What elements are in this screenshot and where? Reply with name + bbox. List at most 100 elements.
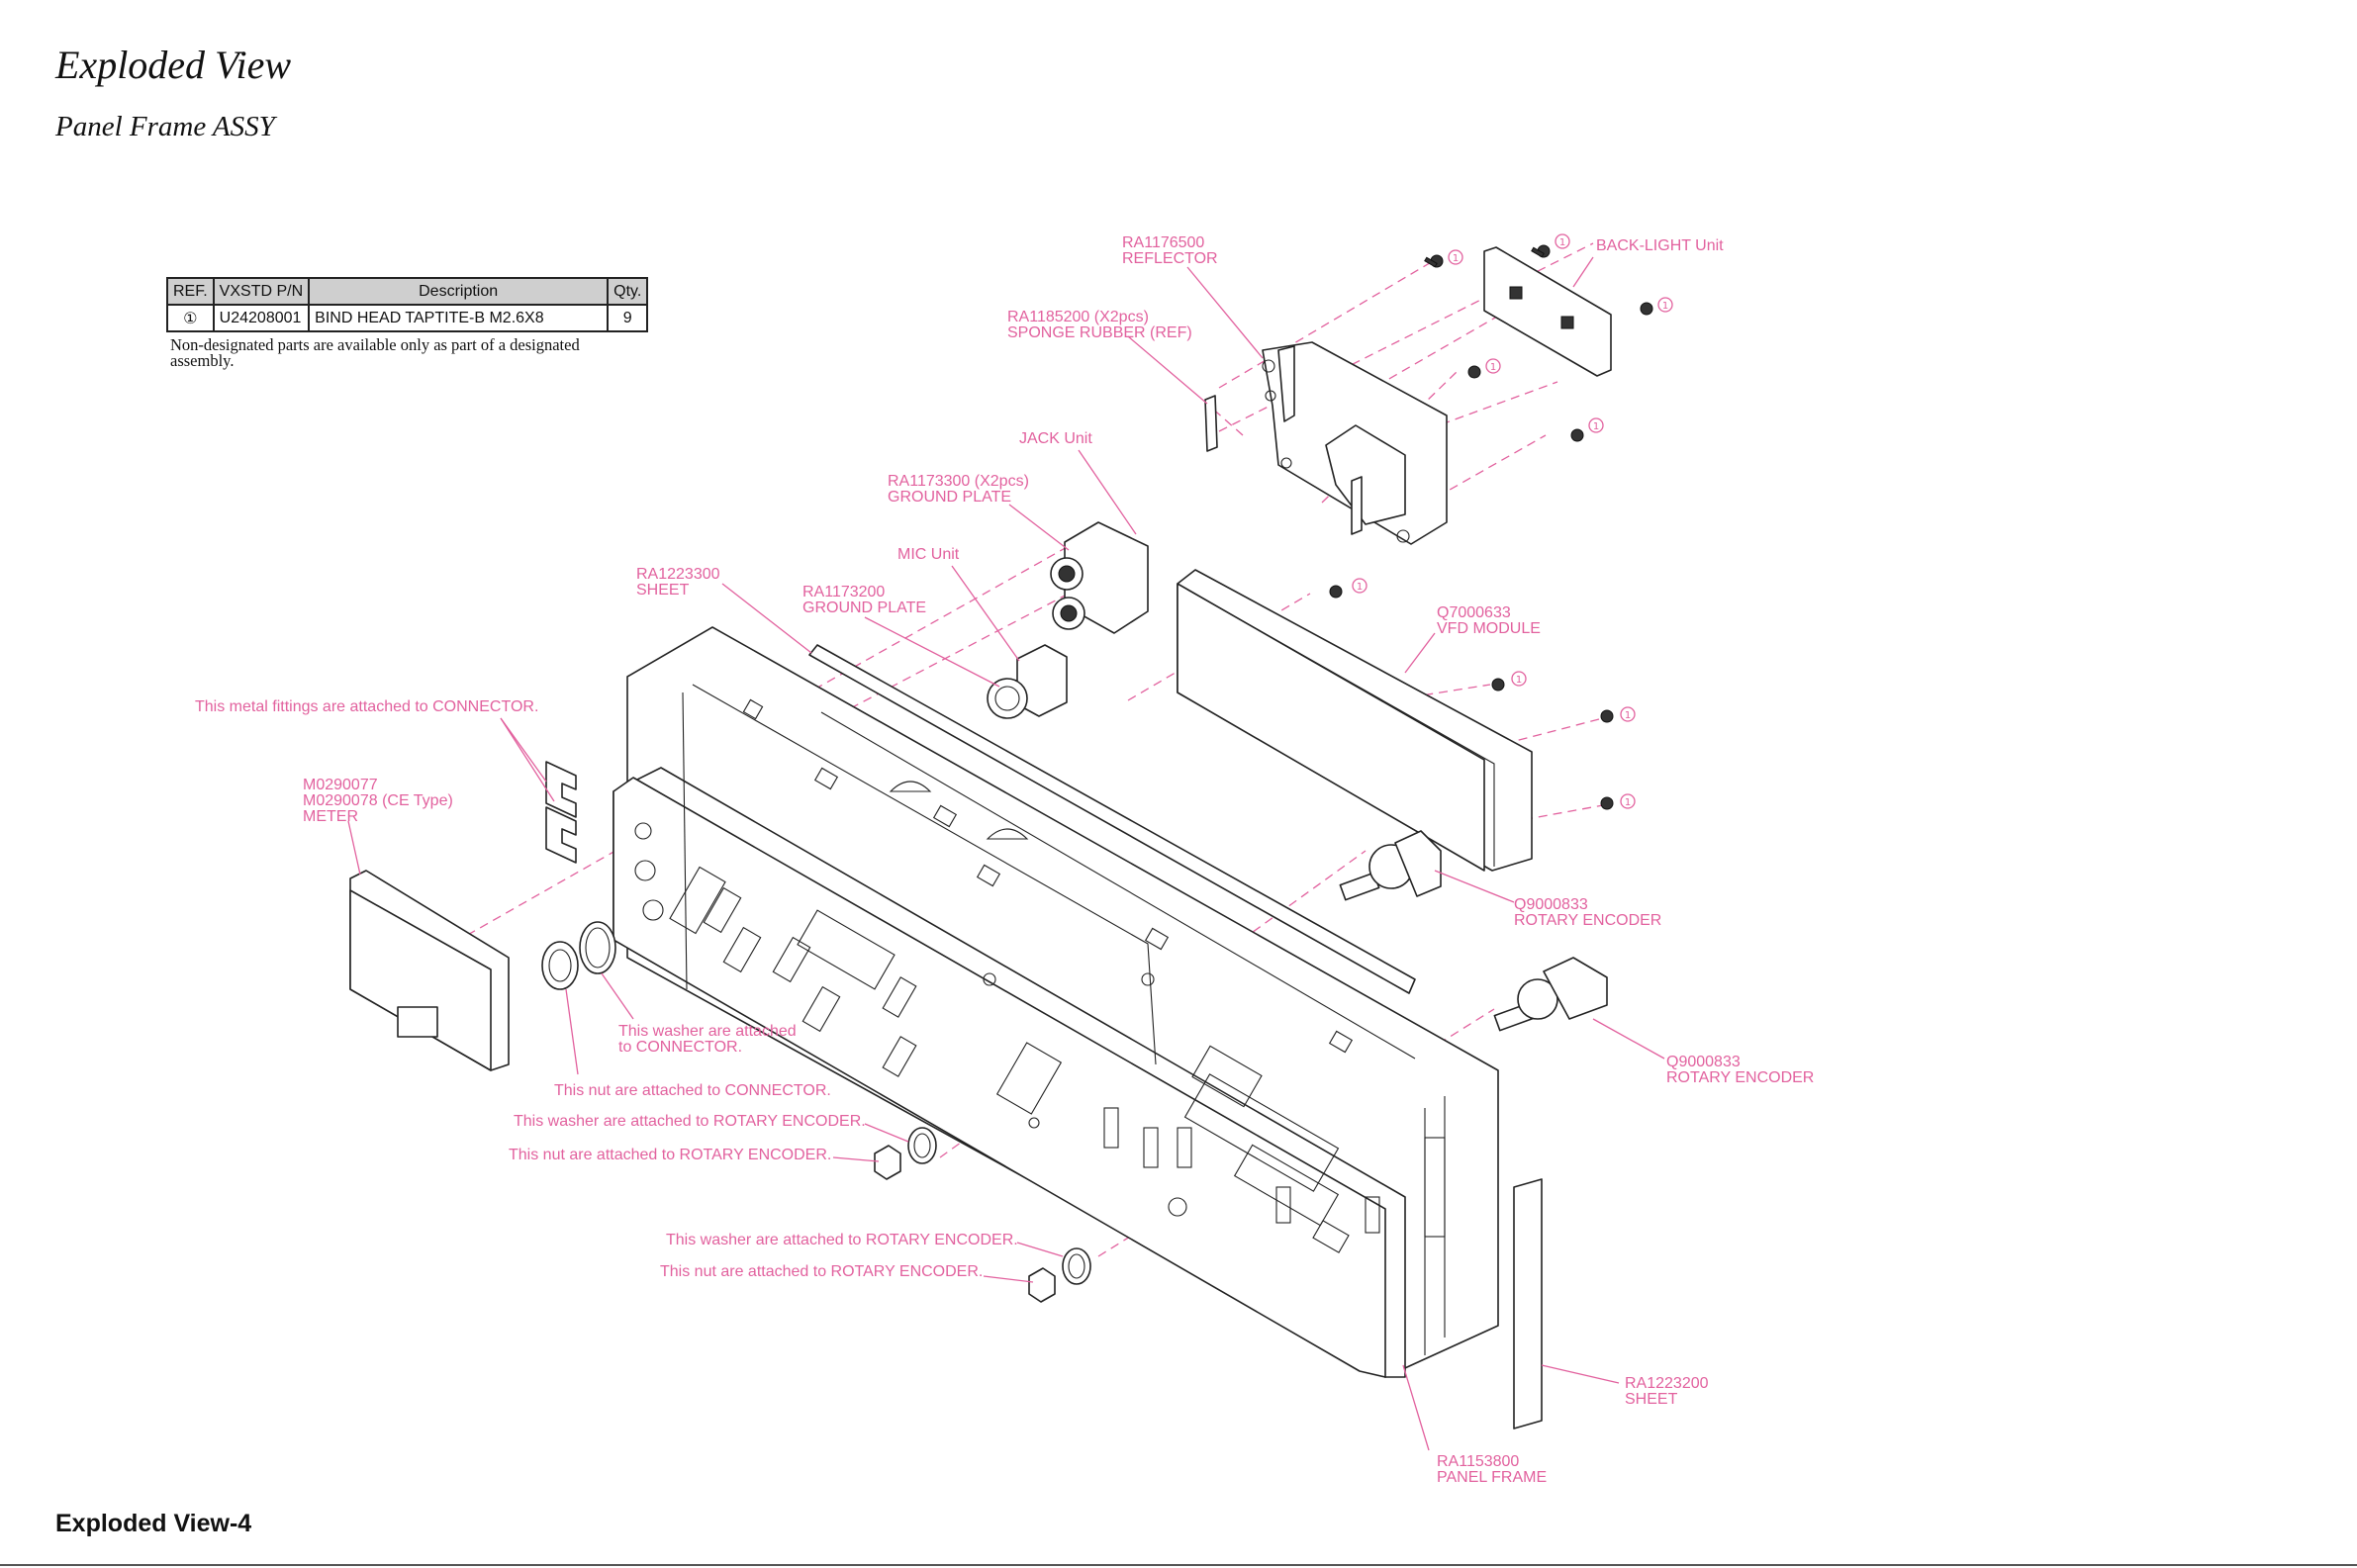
page-title: Exploded View [55,43,292,87]
rotary-encoder-1-part [1339,830,1442,901]
screw-7: 1 [1491,671,1527,692]
callout-reflector: RA1176500 REFLECTOR [1122,235,1218,267]
callout-washer-connector-line1: This washer are attached [618,1023,797,1040]
callout-mic: MIC Unit [897,547,959,563]
page-subtitle: Panel Frame ASSY [55,111,275,142]
callout-encoder-1: Q9000833 ROTARY ENCODER [1514,897,1661,929]
callout-metal-fittings-text: This metal fittings are attached to CONN… [195,698,539,715]
parts-note: Non-designated parts are available only … [170,335,580,370]
col-qty: Qty. [607,277,649,306]
parts-table: REF. VXSTD P/N Description Qty. ① U24208… [166,277,649,332]
backlight-unit-part [1483,246,1612,377]
callout-vfd-pn: Q7000633 [1437,604,1511,621]
callout-sheet-2-pn: RA1223200 [1625,1375,1709,1392]
screw-ref-label-4: 1 [1490,362,1496,373]
cell-ref: ① [166,304,215,332]
jack-unit-part [1050,521,1149,634]
callout-sponge-pn: RA1185200 (X2pcs) [1007,309,1149,325]
callout-meter: M0290077 M0290078 (CE Type) METER [303,778,453,825]
col-ref: REF. [166,277,215,306]
callout-metal-fittings: This metal fittings are attached to CONN… [195,699,538,715]
callout-ground-plate-2-pn: RA1173200 [802,584,886,600]
callout-reflector-name: REFLECTOR [1122,250,1218,267]
screw-ref-label-3: 1 [1662,301,1668,312]
meter-part [349,870,510,1071]
screw-6: 1 [1329,578,1367,599]
screw-ref-label-6: 1 [1357,582,1363,593]
screw-ref-label-1: 1 [1453,253,1459,264]
callout-backlight: BACK-LIGHT Unit [1596,238,1724,254]
callout-sheet-2: RA1223200 SHEET [1625,1376,1709,1408]
callout-encoder-2-name: ROTARY ENCODER [1666,1069,1815,1086]
callout-panel-frame-pn: RA1153800 [1437,1453,1520,1470]
page-footer-label: Exploded View-4 [55,1510,252,1537]
callout-nut-encoder-2: This nut are attached to ROTARY ENCODER. [660,1264,983,1280]
cell-pn: U24208001 [212,304,311,332]
callout-meter-name: METER [303,808,358,825]
callout-ground-plate-1-name: GROUND PLATE [888,489,1012,506]
sponge-rubber-part [1204,395,1218,452]
callout-jack: JACK Unit [1019,431,1092,447]
sponge-rubber-part-2 [1351,476,1363,535]
callout-nut-connector: This nut are attached to CONNECTOR. [554,1083,831,1099]
encoder-washer-2-part [1062,1247,1091,1285]
callout-ground-plate-1: RA1173300 (X2pcs) GROUND PLATE [888,474,1029,506]
connector-nut-part [541,941,579,990]
callout-sheet-1-name: SHEET [636,582,690,599]
parts-table-header: REF. VXSTD P/N Description Qty. [166,277,649,306]
screw-8: 1 [1600,706,1636,723]
callout-encoder-2-pn: Q9000833 [1666,1054,1741,1070]
encoder-washer-2-hole [1068,1253,1085,1279]
callout-nut-encoder-1: This nut are attached to ROTARY ENCODER. [509,1148,831,1163]
table-row: ① U24208001 BIND HEAD TAPTITE-B M2.6X8 9 [166,304,649,332]
screw-set: 1 1 1 1 1 1 1 1 1 [1329,233,1673,810]
callout-ground-plate-2-name: GROUND PLATE [802,600,927,616]
footer-divider [0,1564,2357,1566]
metal-fittings-part [545,761,577,864]
callout-nut-encoder-2-text: This nut are attached to ROTARY ENCODER. [660,1263,984,1280]
callout-mic-name: MIC Unit [897,546,960,563]
cell-qty: 9 [607,304,649,332]
callout-encoder-1-name: ROTARY ENCODER [1514,912,1662,929]
callout-washer-encoder-2: This washer are attached to ROTARY ENCOD… [666,1233,1018,1248]
screw-ref-label-9: 1 [1625,797,1631,808]
screw-ref-label-5: 1 [1593,421,1599,432]
callout-washer-encoder-2-text: This washer are attached to ROTARY ENCOD… [666,1232,1018,1248]
callout-sheet-2-name: SHEET [1625,1391,1678,1408]
screw-9: 1 [1600,793,1636,810]
callout-reflector-pn: RA1176500 [1122,234,1205,251]
mic-unit-part [987,644,1068,719]
callout-jack-name: JACK Unit [1019,430,1092,447]
screw-ref-label-8: 1 [1625,710,1631,721]
encoder-nut-1-part [874,1145,901,1180]
callout-vfd-name: VFD MODULE [1437,620,1541,637]
callout-sponge-name: SPONGE RUBBER (REF) [1007,324,1192,341]
callout-backlight-name: BACK-LIGHT Unit [1596,237,1724,254]
callout-nut-connector-text: This nut are attached to CONNECTOR. [554,1082,831,1099]
screw-ref-label-7: 1 [1516,675,1522,686]
callout-meter-pn: M0290077 [303,777,378,793]
callout-meter-pn-ce: M0290078 (CE Type) [303,792,453,809]
callout-encoder-2: Q9000833 ROTARY ENCODER [1666,1055,1814,1086]
callout-washer-encoder-1: This washer are attached to ROTARY ENCOD… [514,1114,866,1130]
screw-ref-label-2: 1 [1559,237,1565,248]
reflector-part [1262,341,1448,545]
cell-description: BIND HEAD TAPTITE-B M2.6X8 [308,304,610,332]
screw-1: 1 [1424,249,1463,268]
screw-4: 1 [1467,358,1501,379]
sheet-vertical-part [1513,1178,1543,1430]
encoder-washer-1-hole [913,1133,931,1158]
vfd-module-part [1177,569,1533,872]
connector-washer-part [579,921,616,974]
col-description: Description [308,277,610,306]
screw-2: 1 [1531,233,1570,258]
callout-panel-frame: RA1153800 PANEL FRAME [1437,1454,1547,1486]
screw-3: 1 [1640,297,1673,316]
encoder-washer-1-part [907,1127,937,1164]
callout-washer-connector-line2: to CONNECTOR. [618,1039,743,1056]
col-pn: VXSTD P/N [212,277,311,306]
callout-ground-plate-2: RA1173200 GROUND PLATE [802,585,926,616]
callout-ground-plate-1-pn: RA1173300 (X2pcs) [888,473,1029,490]
callout-sheet-1-pn: RA1223300 [636,566,720,583]
